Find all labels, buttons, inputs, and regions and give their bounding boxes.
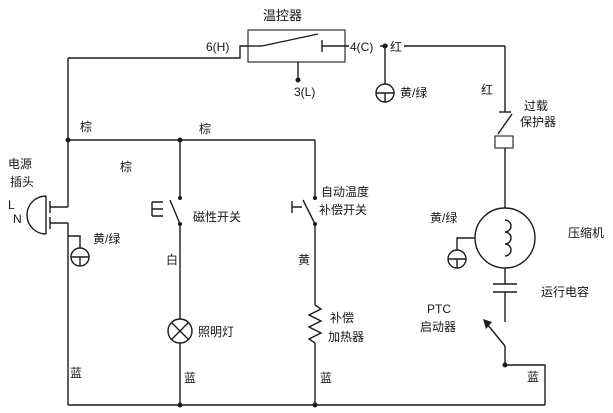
wire-color-red-top-label: 红: [390, 39, 402, 54]
wire-color-red-right-label: 红: [481, 82, 493, 97]
magnetic-switch-symbol: [151, 196, 182, 226]
heater-label-line2: 加热器: [328, 330, 364, 344]
labels: 温控器 6(H) 4(C) 3(L) 红 红 黄/绿 过载 保护器 电源 插头 …: [8, 8, 604, 385]
power-plug-symbol: [26, 195, 68, 235]
line-live-label: L: [8, 198, 15, 212]
junction-dot: [177, 402, 183, 408]
ptc-starter-label-line1: PTC: [427, 302, 451, 316]
ground-stub: [68, 235, 81, 248]
thermal-element-mark: [291, 201, 302, 213]
wire-color-yellow-green-compressor-label: 黄/绿: [430, 210, 457, 225]
contact-dot: [178, 196, 182, 200]
wire-ptc-to-rail: [504, 346, 546, 405]
terminal-4c-label: 4(C): [350, 40, 373, 54]
label-bg: [349, 38, 380, 53]
compensation-switch-blade: [302, 199, 316, 225]
lamp-circle: [167, 318, 193, 344]
heater-symbol: [307, 304, 323, 344]
wire-top-left: [68, 45, 248, 59]
wire-color-blue-heater-label: 蓝: [320, 371, 332, 385]
compressor-symbol: [474, 207, 536, 269]
ground-marks: [376, 92, 394, 102]
run-capacitor-symbol: [493, 283, 517, 293]
ptc-arrowhead: [483, 319, 492, 329]
thermostat-contact-blade: [261, 33, 319, 47]
magnetic-switch-blade: [169, 199, 181, 225]
run-capacitor-label: 运行电容: [541, 284, 589, 299]
compressor-winding-coil: [504, 219, 512, 257]
magnetic-switch-label: 磁性开关: [193, 209, 241, 224]
line-neutral-label: N: [13, 212, 22, 226]
ptc-blade: [486, 323, 506, 347]
junction-dot: [177, 137, 183, 143]
wire-color-brown-branch-label: 棕: [120, 159, 132, 174]
lamp-symbol: [167, 318, 193, 344]
power-plug-label-line1: 电源: [8, 157, 32, 171]
ground-marks: [448, 258, 466, 268]
earth-ground-compressor-symbol: [447, 237, 475, 269]
junction-dot: [382, 43, 388, 49]
wire-color-blue-right-label: 蓝: [527, 370, 539, 384]
ptc-starter-label-line2: 启动器: [420, 320, 456, 334]
heater-resistor-zigzag: [307, 304, 323, 344]
wire-color-yellow-label: 黄: [298, 253, 310, 267]
compensation-switch-symbol: [291, 196, 317, 226]
ground-stub: [456, 237, 475, 250]
junction-dot: [65, 137, 71, 143]
heater-label-line1: 补偿: [330, 310, 354, 325]
lamp-label: 照明灯: [198, 325, 234, 339]
thermostat-title-label: 温控器: [263, 8, 302, 23]
magnet-core: [151, 201, 163, 217]
ptc-starter-symbol: [483, 319, 506, 347]
thermostat-terminal-l-dot: [295, 77, 301, 83]
plug-body-arc: [26, 195, 47, 235]
wires: [67, 45, 546, 406]
overload-bimetal-box: [494, 135, 514, 149]
terminal-3l-label: 3(L): [294, 85, 315, 99]
overload-protector-label-line2: 保护器: [520, 115, 556, 129]
wire-color-white-label: 白: [166, 252, 178, 267]
wire-color-blue-left-label: 蓝: [70, 366, 82, 380]
ground-marks: [71, 256, 89, 266]
label-bg: [388, 38, 404, 53]
overload-protector-label-line1: 过载: [524, 99, 548, 113]
junction-dot: [502, 362, 508, 368]
compressor-circle: [474, 207, 536, 269]
junction-dot: [312, 402, 318, 408]
earth-ground-plug-symbol: [68, 235, 90, 267]
junction-dots: [65, 43, 508, 408]
lamp-cross: [171, 322, 189, 340]
wire-color-brown-mid-label: 棕: [199, 121, 211, 136]
earth-ground-thermostat-symbol: [375, 46, 395, 103]
power-plug-label-line2: 插头: [10, 175, 34, 189]
thermostat-symbol: [247, 29, 346, 83]
terminal-6h-label: 6(H): [206, 40, 229, 54]
wire-color-yellow-green-plug-label: 黄/绿: [93, 231, 120, 246]
overload-protector-symbol: [494, 111, 514, 149]
wire-color-blue-lamp-label: 蓝: [184, 371, 196, 385]
contact-dot: [313, 222, 317, 226]
overload-blade: [497, 113, 513, 135]
contact-dot: [178, 222, 182, 226]
wire-color-yellow-green-thermostat-label: 黄/绿: [400, 85, 427, 100]
auto-temp-switch-label-line1: 自动温度: [321, 184, 369, 199]
wire-color-brown-left-label: 棕: [80, 119, 92, 134]
auto-temp-switch-label-line2: 补偿开关: [319, 202, 367, 217]
compressor-label: 压缩机: [568, 225, 604, 240]
thermostat-fixed-contact: [321, 40, 345, 52]
contact-dot: [313, 196, 317, 200]
